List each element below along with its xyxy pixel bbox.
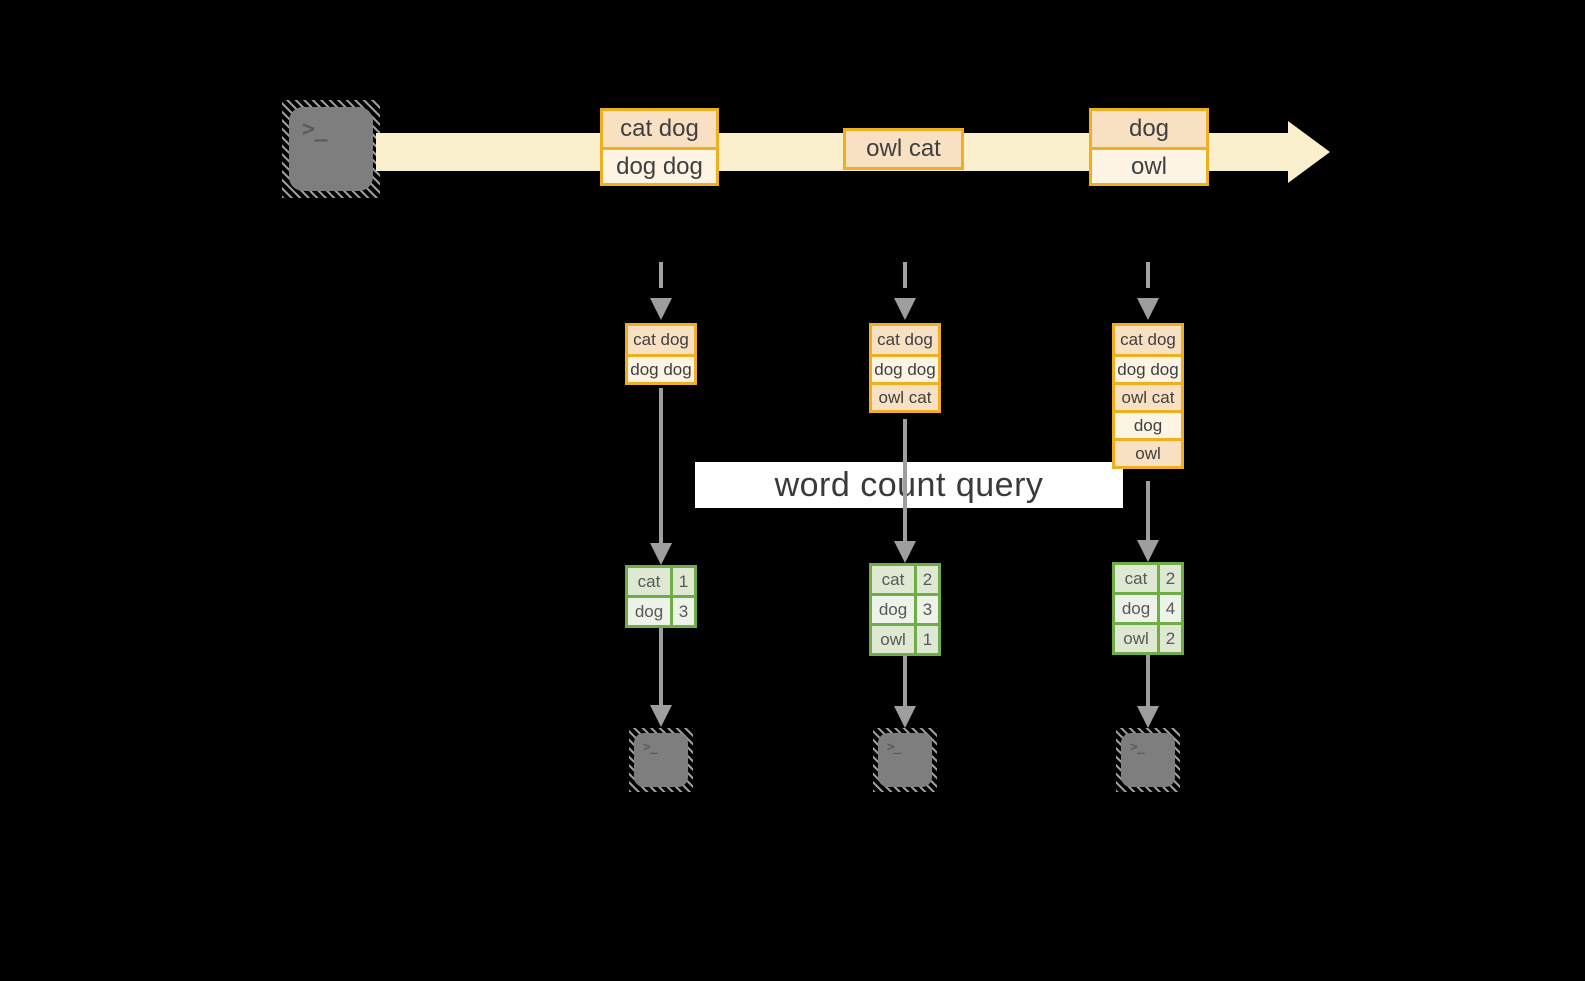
count-value: 3 xyxy=(673,598,694,625)
source-terminal-icon: >_ xyxy=(282,100,380,198)
count-value: 2 xyxy=(1160,625,1181,652)
count-table-2: cat 2 dog 3 owl 1 xyxy=(869,563,941,656)
terminal-icon: >_ xyxy=(1121,733,1175,787)
buffer-line: dog dog xyxy=(1115,354,1181,382)
terminal-prompt-glyph: >_ xyxy=(1130,740,1145,755)
buffer-line: owl cat xyxy=(872,382,938,410)
count-word: cat xyxy=(628,568,670,595)
terminal-prompt-glyph: >_ xyxy=(643,740,658,755)
count-word: dog xyxy=(628,598,670,625)
buffer-line: cat dog xyxy=(872,326,938,354)
sink-terminal-icon-3: >_ xyxy=(1116,728,1180,792)
dashed-connector-3 xyxy=(1146,262,1150,298)
query-banner: word count query xyxy=(695,462,1123,508)
buffer-stack-1: cat dog dog dog xyxy=(625,323,697,385)
down-arrowhead-icon xyxy=(650,705,672,727)
terminal-icon: >_ xyxy=(634,733,688,787)
count-word: dog xyxy=(872,596,914,623)
timeline-arrowhead-icon xyxy=(1288,121,1330,183)
batch-line: owl cat xyxy=(846,131,961,167)
terminal-icon: >_ xyxy=(878,733,932,787)
count-word: cat xyxy=(872,566,914,593)
down-arrowhead-icon xyxy=(650,298,672,320)
down-arrowhead-icon xyxy=(1137,298,1159,320)
batch-line: owl xyxy=(1092,147,1206,183)
terminal-prompt-glyph: >_ xyxy=(887,740,902,755)
down-arrowhead-icon xyxy=(894,706,916,728)
buffer-line: owl xyxy=(1115,438,1181,466)
connector-line xyxy=(903,656,907,706)
count-word: owl xyxy=(1115,625,1157,652)
buffer-line: owl cat xyxy=(1115,382,1181,410)
count-value: 1 xyxy=(673,568,694,595)
count-value: 4 xyxy=(1160,595,1181,622)
batch-line: dog dog xyxy=(603,147,716,183)
buffer-line: dog dog xyxy=(872,354,938,382)
sink-terminal-icon-1: >_ xyxy=(629,728,693,792)
dashed-connector-1 xyxy=(659,262,663,298)
terminal-icon: >_ xyxy=(289,107,373,191)
down-arrowhead-icon xyxy=(1137,706,1159,728)
count-word: cat xyxy=(1115,565,1157,592)
sink-terminal-icon-2: >_ xyxy=(873,728,937,792)
count-table-1: cat 1 dog 3 xyxy=(625,565,697,628)
dashed-connector-2 xyxy=(903,262,907,298)
count-table-3: cat 2 dog 4 owl 2 xyxy=(1112,562,1184,655)
buffer-stack-2: cat dog dog dog owl cat xyxy=(869,323,941,413)
batch-box-2: owl cat xyxy=(843,128,964,170)
batch-box-1: cat dog dog dog xyxy=(600,108,719,186)
buffer-stack-3: cat dog dog dog owl cat dog owl xyxy=(1112,323,1184,469)
terminal-prompt-glyph: >_ xyxy=(302,117,327,142)
count-value: 1 xyxy=(917,626,938,653)
count-word: owl xyxy=(872,626,914,653)
batch-line: cat dog xyxy=(603,111,716,147)
connector-line xyxy=(659,388,663,543)
buffer-line: cat dog xyxy=(628,326,694,354)
count-value: 2 xyxy=(917,566,938,593)
down-arrowhead-icon xyxy=(650,543,672,565)
down-arrowhead-icon xyxy=(894,541,916,563)
batch-line: dog xyxy=(1092,111,1206,147)
count-value: 2 xyxy=(1160,565,1181,592)
down-arrowhead-icon xyxy=(1137,540,1159,562)
connector-line xyxy=(659,628,663,705)
connector-line xyxy=(903,419,907,541)
buffer-line: dog dog xyxy=(628,354,694,382)
connector-line xyxy=(1146,481,1150,540)
buffer-line: cat dog xyxy=(1115,326,1181,354)
count-value: 3 xyxy=(917,596,938,623)
connector-line xyxy=(1146,655,1150,706)
down-arrowhead-icon xyxy=(894,298,916,320)
count-word: dog xyxy=(1115,595,1157,622)
batch-box-3: dog owl xyxy=(1089,108,1209,186)
buffer-line: dog xyxy=(1115,410,1181,438)
